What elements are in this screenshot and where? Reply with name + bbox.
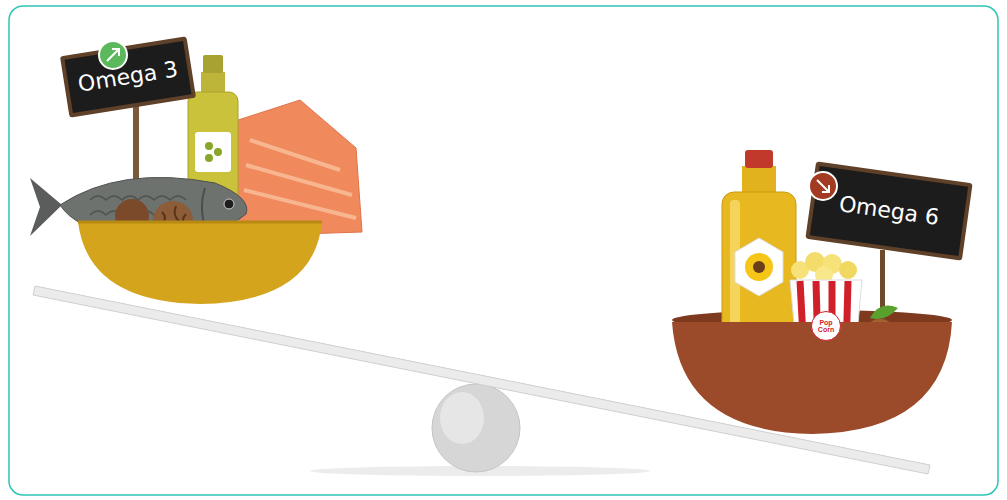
fulcrum (432, 384, 520, 472)
down-arrow (817, 180, 829, 192)
bowl-rim (78, 221, 322, 224)
frame (9, 6, 998, 495)
bottle-cap (203, 55, 223, 73)
popcorn (839, 261, 857, 279)
package-label: Pop Corn (811, 311, 841, 341)
salmon-stripes (244, 140, 356, 218)
chalkboard-sign: Omega 3 (60, 36, 196, 117)
bottle-label (195, 132, 231, 172)
seed-dot (205, 142, 213, 150)
chalkboard-sign: Omega 6 (805, 161, 972, 260)
up-badge (99, 41, 127, 69)
down-badge (809, 172, 837, 200)
sign-text: Omega 6 (837, 192, 940, 230)
sunflower-center (753, 261, 765, 273)
sunflower-petals (745, 253, 773, 281)
fish-eye (224, 199, 234, 209)
bottle-label (735, 238, 783, 296)
up-arrow (107, 49, 119, 61)
left-bowl (78, 222, 322, 304)
fish-tail (30, 178, 62, 236)
fulcrum-highlight (440, 392, 484, 444)
right-bowl (672, 322, 952, 434)
bottle-cap (745, 150, 773, 168)
sign-text: Omega 3 (76, 57, 179, 97)
seed-dot (205, 154, 213, 162)
salmon-fillet (232, 100, 362, 236)
seed-dot (214, 148, 222, 156)
hazel-leaf (870, 306, 898, 319)
oil-bottle (722, 192, 796, 342)
